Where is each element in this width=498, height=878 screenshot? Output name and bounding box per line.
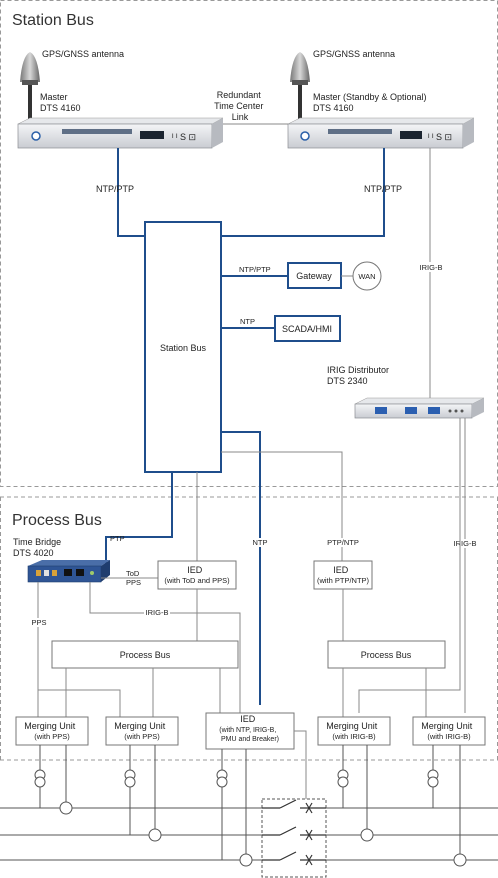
time-bridge-label: Time Bridge DTS 4020 bbox=[13, 537, 64, 558]
irig-distributor-dts2340-device bbox=[354, 397, 485, 419]
antenna-left-label: GPS/GNSS antenna bbox=[42, 49, 124, 59]
gateway-link-label: NTP/PTP bbox=[239, 265, 271, 274]
process-bus-left-box bbox=[51, 640, 239, 669]
ied-tod-pps-box bbox=[157, 560, 237, 590]
master-left-link bbox=[117, 148, 145, 237]
station-bus-box-label: Station Bus bbox=[160, 343, 207, 353]
ntp-ptp-left-label: NTP/PTP bbox=[96, 184, 134, 194]
redundant-link-label: Redundant Time Center Link bbox=[214, 90, 266, 122]
time-bridge-dts4020-device bbox=[27, 560, 110, 583]
power-lines bbox=[0, 807, 498, 861]
scada-link-label: NTP bbox=[240, 317, 255, 326]
current-transformer-icons bbox=[34, 745, 467, 867]
irig-b-mid-label: IRIG-B bbox=[146, 608, 169, 617]
process-bus-title: Process Bus bbox=[12, 512, 102, 529]
wan-label: WAN bbox=[358, 272, 375, 281]
breaker-switch-icons bbox=[262, 799, 326, 866]
ied-ptp-ntp-label: IED (with PTP/NTP) bbox=[317, 560, 370, 585]
station-bus-frame bbox=[0, 0, 498, 487]
svg-text:ᴵ ᴵ S ⊡: ᴵ ᴵ S ⊡ bbox=[172, 132, 196, 142]
tod-pps-label: ToD PPS bbox=[126, 569, 141, 587]
ptp-ntp-label: PTP/NTP bbox=[327, 538, 359, 547]
merging-unit-1-label: Merging Unit (with PPS) bbox=[24, 716, 79, 741]
gps-antenna-right-icon bbox=[290, 52, 310, 127]
master-standby-dts4160-device: ᴵ ᴵ S ⊡ bbox=[287, 117, 475, 149]
ntp-ptp-right-label: NTP/PTP bbox=[364, 184, 402, 194]
merging-unit-4-label: Merging Unit (with IRIG-B) bbox=[421, 716, 476, 741]
ied-tod-pps-label: IED (with ToD and PPS) bbox=[164, 560, 230, 585]
gps-antenna-left-icon bbox=[20, 52, 40, 127]
irig-b-right-label: IRIG-B bbox=[454, 539, 477, 548]
irig-b-top-label: IRIG-B bbox=[420, 263, 443, 272]
master-right-label: Master (Standby & Optional) DTS 4160 bbox=[313, 92, 429, 113]
ied-ntp-irig-pmu-box bbox=[205, 712, 295, 750]
ied-ptp-ntp-box bbox=[313, 560, 373, 590]
master-dts4160-device: ᴵ ᴵ S ⊡ bbox=[17, 117, 224, 149]
gateway-label: Gateway bbox=[296, 271, 332, 281]
merging-unit-2 bbox=[105, 716, 179, 746]
antenna-right-label: GPS/GNSS antenna bbox=[313, 49, 395, 59]
master-right-link bbox=[221, 148, 385, 237]
breaker-box bbox=[261, 798, 327, 878]
merging-unit-4 bbox=[412, 716, 486, 746]
scada-hmi-label: SCADA/HMI bbox=[282, 324, 332, 334]
ntp-ied-link bbox=[221, 431, 261, 705]
station-bus-title: Station Bus bbox=[12, 12, 94, 29]
ptp-label: PTP bbox=[110, 534, 125, 543]
wan-cloud bbox=[352, 261, 382, 291]
ied-ntp-irig-pmu-label: IED (with NTP, IRIG-B, PMU and Breaker) bbox=[219, 709, 281, 743]
pps-label: PPS bbox=[31, 618, 46, 627]
process-bus-right-box bbox=[327, 640, 446, 669]
station-bus-box bbox=[144, 221, 222, 473]
merging-unit-3-label: Merging Unit (with IRIG-B) bbox=[326, 716, 381, 741]
master-left-label: Master DTS 4160 bbox=[40, 92, 81, 113]
scada-hmi-box bbox=[274, 315, 341, 342]
merging-unit-1 bbox=[15, 716, 89, 746]
merging-unit-3 bbox=[317, 716, 391, 746]
ptp-ntp-link bbox=[221, 451, 343, 561]
svg-text:ᴵ ᴵ S ⊡: ᴵ ᴵ S ⊡ bbox=[428, 132, 452, 142]
merging-unit-2-label: Merging Unit (with PPS) bbox=[114, 716, 169, 741]
ntp-vertical-label: NTP bbox=[253, 538, 268, 547]
irig-distributor-label: IRIG Distributor DTS 2340 bbox=[327, 365, 392, 386]
process-bus-right-label: Process Bus bbox=[361, 650, 412, 660]
ptp-link bbox=[105, 472, 173, 565]
process-bus-left-label: Process Bus bbox=[120, 650, 171, 660]
